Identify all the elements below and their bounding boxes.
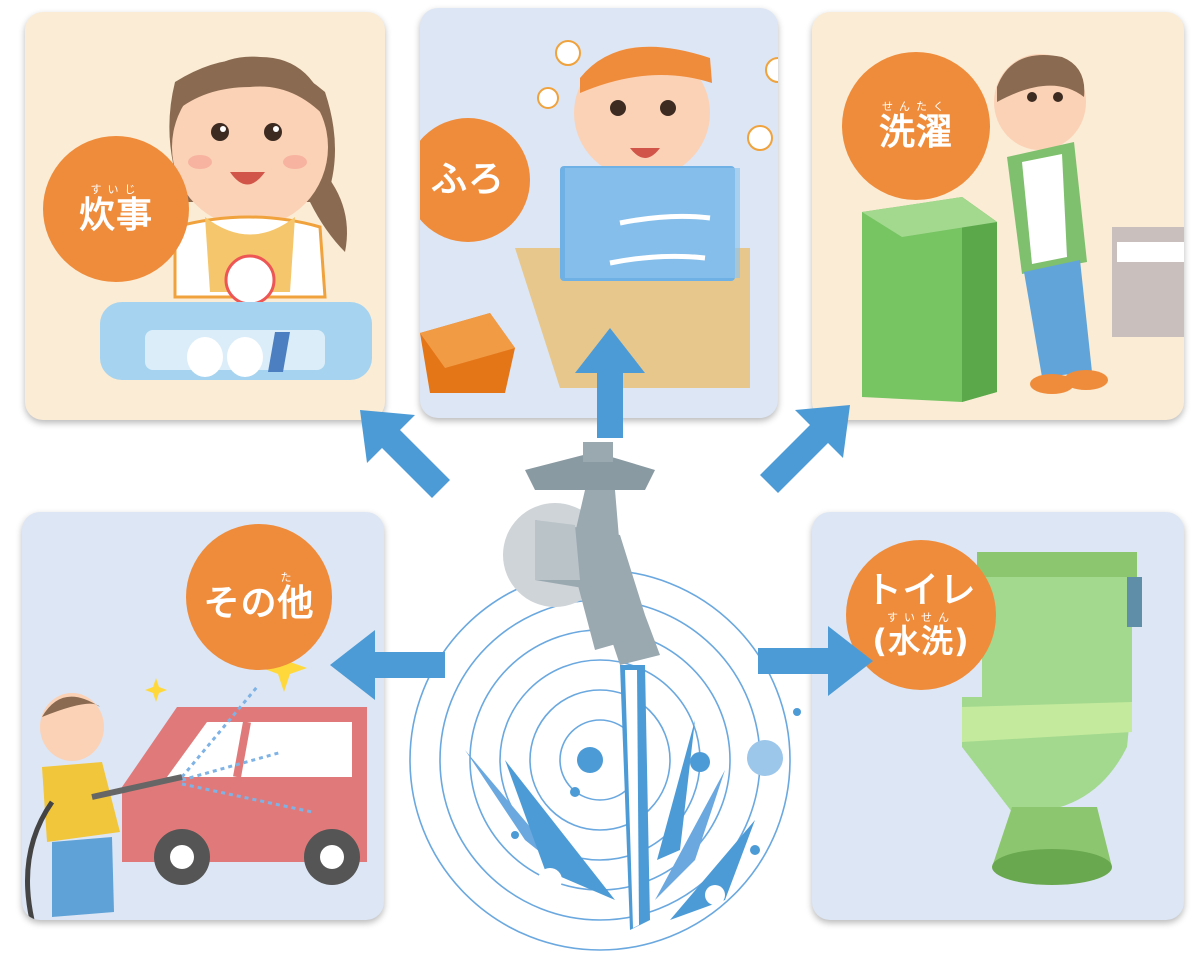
badge-bath: ふろ [420,118,530,242]
laundry-illustration [862,54,1184,402]
label-cooking: 炊事 [78,194,153,236]
panel-cooking: すいじ 炊事 [25,12,385,420]
ruby-laundry: せんたく [882,99,950,113]
water-splash-icon [465,665,801,930]
arrow-left-icon [330,630,445,700]
arrow-right-icon [758,626,873,696]
ruby-cooking: すいじ [90,182,142,196]
toilet-illustration [962,552,1142,885]
label-other: その他 [203,582,315,624]
ruby-other: た [280,570,298,584]
panel-bath: ふろ [420,8,778,418]
faucet-icon [503,442,660,665]
ruby-toilet: すいせん [887,610,955,624]
label-toilet-sub: (水洗) [872,621,970,660]
arrow-up-icon [575,328,645,438]
car-wash-illustration [25,644,367,920]
arrow-up-left-icon [360,410,450,498]
cooking-illustration [100,56,372,380]
arrow-up-right-icon [760,405,850,493]
panel-laundry: せんたく 洗濯 [812,12,1184,420]
bath-illustration [420,40,778,393]
badge-toilet: トイレ すいせん (水洗) [846,540,996,690]
panel-other: た その他 [22,512,384,920]
label-laundry: 洗濯 [878,111,953,153]
badge-other: た その他 [186,524,332,670]
faucet-scene [409,442,801,951]
label-bath: ふろ [430,159,505,201]
badge-cooking: すいじ 炊事 [43,136,189,282]
label-toilet: トイレ [865,569,977,611]
badge-laundry: せんたく 洗濯 [842,52,990,200]
panel-toilet: トイレ すいせん (水洗) [812,512,1184,920]
